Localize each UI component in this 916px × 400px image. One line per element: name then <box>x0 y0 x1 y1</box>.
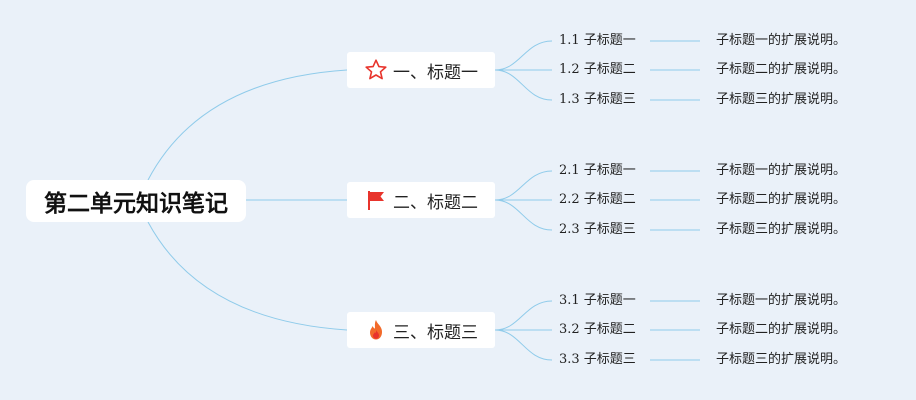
root-topic-label: 第二单元知识笔记 <box>44 191 228 217</box>
subtopic-1-3[interactable]: 1.3 子标题三 <box>559 92 636 107</box>
fire-icon <box>364 318 388 342</box>
branch-topic-2[interactable]: 二、标题二 <box>347 182 495 218</box>
subtopic-2-1[interactable]: 2.1 子标题一 <box>559 163 636 178</box>
root-to-branch-3-connector <box>147 221 348 331</box>
subtopic-3-3-note[interactable]: 子标题三的扩展说明。 <box>716 352 847 367</box>
subtopic-3-2-note[interactable]: 子标题二的扩展说明。 <box>716 322 847 337</box>
subtopic-1-2[interactable]: 1.2 子标题二 <box>559 62 636 77</box>
root-topic-node[interactable]: 第二单元知识笔记 <box>26 180 246 222</box>
red-flag-icon <box>364 188 388 212</box>
subtopic-3-3[interactable]: 3.3 子标题三 <box>559 352 636 367</box>
subtopic-1-2-note[interactable]: 子标题二的扩展说明。 <box>716 62 847 77</box>
branch-2-to-leaf-3-connector <box>494 199 553 231</box>
branch-3-to-leaf-3-connector <box>494 329 553 361</box>
branch-1-to-leaf-3-connector <box>494 69 553 101</box>
branch-topic-3[interactable]: 三、标题三 <box>347 312 495 348</box>
branch-topic-1-label: 一、标题一 <box>393 62 478 83</box>
branch-1-to-leaf-1-connector <box>494 40 553 71</box>
subtopic-2-1-note[interactable]: 子标题一的扩展说明。 <box>716 163 847 178</box>
subtopic-2-2[interactable]: 2.2 子标题二 <box>559 192 636 207</box>
subtopic-1-1[interactable]: 1.1 子标题一 <box>559 33 636 48</box>
branch-topic-2-label: 二、标题二 <box>393 192 478 213</box>
subtopic-2-2-note[interactable]: 子标题二的扩展说明。 <box>716 192 847 207</box>
branch-3-to-leaf-1-connector <box>494 300 553 331</box>
subtopic-1-1-note[interactable]: 子标题一的扩展说明。 <box>716 33 847 48</box>
subtopic-2-3-note[interactable]: 子标题三的扩展说明。 <box>716 222 847 237</box>
branch-topic-1[interactable]: 一、标题一 <box>347 52 495 88</box>
root-to-branch-1-connector <box>147 69 348 181</box>
branch-2-to-leaf-1-connector <box>494 170 553 201</box>
subtopic-3-1[interactable]: 3.1 子标题一 <box>559 293 636 308</box>
subtopic-1-3-note[interactable]: 子标题三的扩展说明。 <box>716 92 847 107</box>
star-outline-icon <box>364 58 388 82</box>
branch-topic-3-label: 三、标题三 <box>393 322 478 343</box>
subtopic-3-1-note[interactable]: 子标题一的扩展说明。 <box>716 293 847 308</box>
subtopic-3-2[interactable]: 3.2 子标题二 <box>559 322 636 337</box>
subtopic-2-3[interactable]: 2.3 子标题三 <box>559 222 636 237</box>
